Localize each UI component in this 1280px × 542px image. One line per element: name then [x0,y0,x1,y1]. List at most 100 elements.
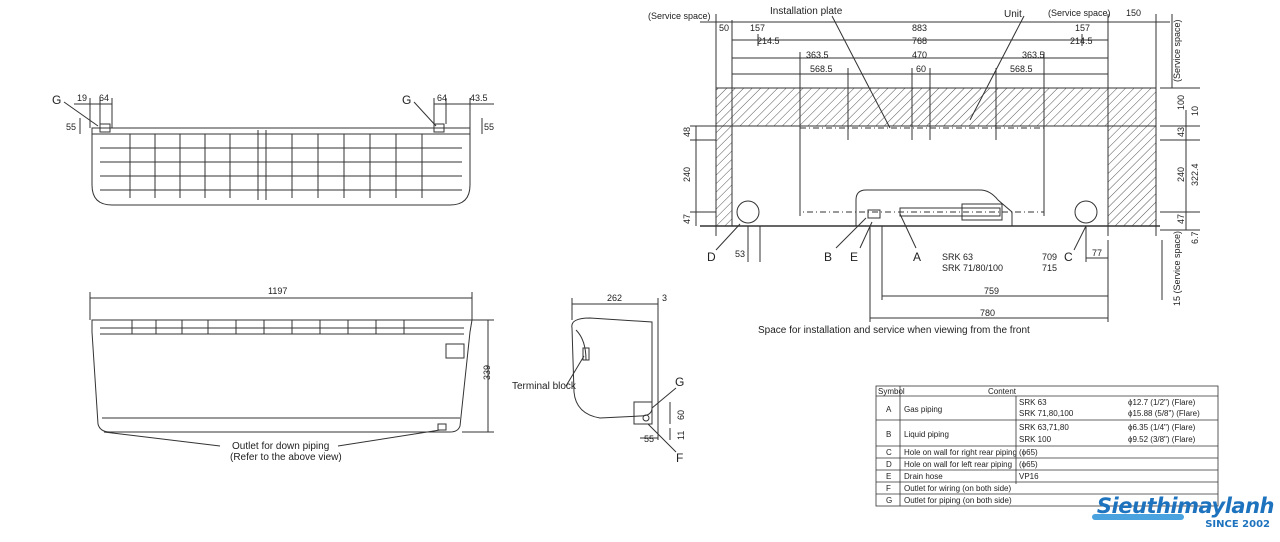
table-row-content: Hole on wall for right rear piping [904,448,1017,457]
dim-759: 759 [984,286,999,296]
piping-outline [855,189,1013,226]
table-row-sub: VP16 [1019,472,1039,481]
top-view-outline [91,127,471,206]
side-g: G [675,375,684,389]
table-row-content: Drain hose [904,472,943,481]
dim-157-left: 157 [750,23,765,33]
dim-214-right: 214.5 [1070,36,1093,46]
dim-363-right: 363.5 [1022,50,1045,60]
piping-outlet-right [433,123,445,133]
dim-60: 60 [676,410,686,420]
installation-plate-outline [799,127,1045,213]
top-g-left: G [52,93,61,107]
table-row-sub: SRK 63,71,80 [1019,423,1069,432]
side-view [565,298,677,453]
table-row-content: Outlet for piping (on both side) [904,496,1012,505]
mark-c: C [1064,250,1073,264]
dim-568-right: 568.5 [1010,64,1033,74]
top-g-right: G [402,93,411,107]
table-row-content: Hole on wall for left rear piping [904,460,1012,469]
dim-43-5: 43.5 [470,93,488,103]
table-row-sub: SRK 100 [1019,435,1052,444]
table-row-symbol: C [886,448,892,457]
mark-d: D [707,250,716,264]
table-row-symbol: E [886,472,891,481]
srk-63-label: SRK 63 [942,252,973,262]
table-row-symbol: A [886,405,892,414]
wave-logo-icon [1092,514,1184,520]
front-view-outlet [437,423,447,431]
terminal-block-label: Terminal block [512,381,577,392]
side-f: F [676,451,683,465]
dim-64-left: 64 [99,93,109,103]
dim-19: 19 [77,93,87,103]
outlet-label-1: Outlet for down piping [232,441,329,452]
side-piping-outlet [633,401,653,425]
installation-plate-label: Installation plate [770,6,843,17]
symbol-table [875,385,1219,507]
service-space-top-hatch [715,87,1157,127]
mark-a: A [913,250,921,264]
installation-caption: Space for installation and service when … [758,325,1030,336]
dim-883: 883 [912,23,927,33]
dim-right-100: 100 [1176,95,1186,110]
table-header-symbol: Symbol [878,387,905,396]
table-row-spec: ϕ12.7 (1/2") (Flare) [1128,398,1196,407]
dim-768: 768 [912,36,927,46]
service-space-left-hatch [715,125,733,227]
table-row-sub: SRK 71,80,100 [1019,409,1074,418]
table-row-content: Liquid piping [904,430,949,439]
drain-hose-end [867,209,881,219]
mark-e: E [850,250,858,264]
piping-block [961,203,1003,221]
service-space-left-label: (Service space) [648,11,711,21]
table-row-sub: (ϕ65) [1019,448,1038,457]
dim-right-322: 322.4 [1190,163,1200,186]
dim-right-6-7: 6.7 [1190,231,1200,244]
hole-c [1074,200,1098,224]
table-header-content: Content [988,387,1017,396]
value-715: 715 [1042,263,1057,273]
value-709: 709 [1042,252,1057,262]
dim-3: 3 [662,293,667,303]
brand-since: SINCE 2002 [1205,519,1270,530]
table-row-spec: ϕ15.88 (5/8") (Flare) [1128,409,1200,418]
table-row-spec: ϕ9.52 (3/8") (Flare) [1128,435,1196,444]
dim-11: 11 [676,431,686,440]
vertical-service-space-top: (Service space) [1172,19,1182,82]
dim-339: 339 [482,365,492,380]
dim-55: 55 [644,434,654,444]
srk-71-label: SRK 71/80/100 [942,263,1003,273]
unit-label: Unit [1004,9,1022,20]
dim-right-240: 240 [1176,167,1186,182]
brand-name: Sieuthimaylanh [1096,494,1275,518]
dim-50: 50 [719,23,729,33]
table-row-sub: SRK 63 [1019,398,1047,407]
side-terminal-block [582,347,590,361]
dim-262: 262 [607,293,622,303]
dim-55-right: 55 [484,122,494,132]
top-view-grille [100,130,462,200]
dim-77: 77 [1092,248,1102,258]
vertical-service-space-bottom: 15 (Service space) [1172,231,1182,306]
front-view-display [445,343,465,359]
piping-bundle [899,207,1001,217]
hole-d [736,200,760,224]
dim-780: 780 [980,308,995,318]
top-view [63,98,494,206]
table-row-content: Gas piping [904,405,942,414]
dim-left-47: 47 [682,214,692,224]
brand-logo[interactable]: Sieuthimaylanh SINCE 2002 [1088,492,1278,536]
front-view-body [91,319,473,433]
table-row-sub: (ϕ65) [1019,460,1038,469]
dim-568-left: 568.5 [810,64,833,74]
dim-363-left: 363.5 [806,50,829,60]
dim-right-10: 10 [1190,106,1200,116]
front-view [89,292,494,447]
table-row-symbol: F [886,484,891,493]
table-row-content: Outlet for wiring (on both side) [904,484,1011,493]
dim-60-center: 60 [916,64,926,74]
dim-470: 470 [912,50,927,60]
